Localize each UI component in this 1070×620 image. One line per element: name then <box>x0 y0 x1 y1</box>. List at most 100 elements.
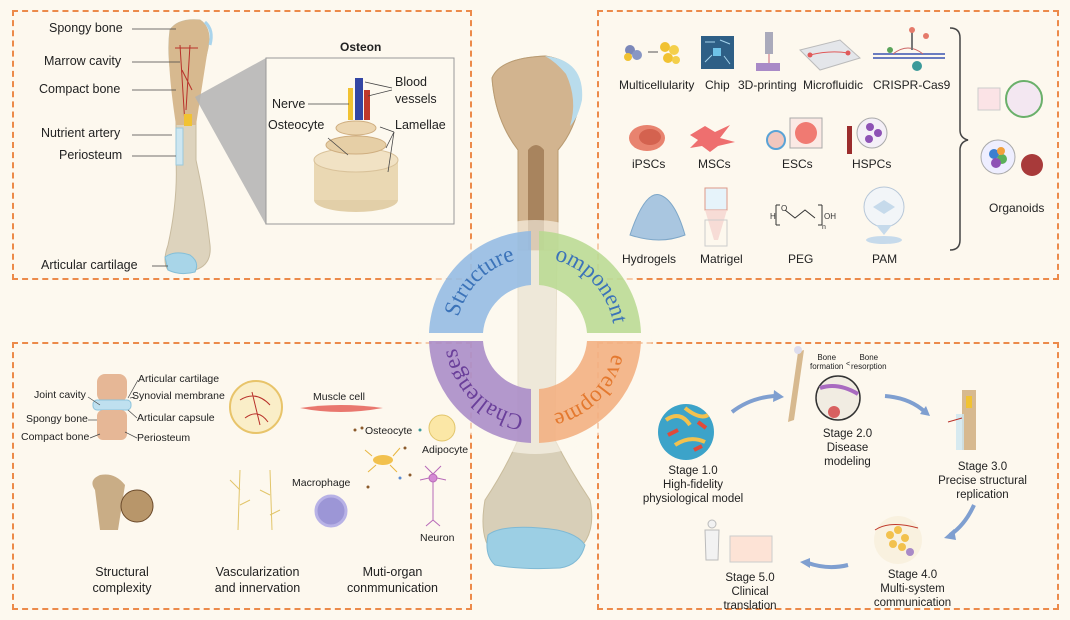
caption-line: conmmunication <box>346 580 438 595</box>
stage-desc: Precise structural <box>938 474 1027 487</box>
label-chip: Chip <box>705 78 730 92</box>
stage-title: Stage 4.0 <box>887 569 938 581</box>
label-periosteum: Periosteum <box>59 148 123 162</box>
msc-icon <box>690 125 735 152</box>
caption-multi-organ: Muti-organ conmmunication <box>335 565 450 596</box>
matrigel-icon <box>704 187 728 247</box>
joint-icon <box>87 374 139 440</box>
label-joint-cavity: Joint cavity <box>34 389 86 401</box>
central-bone-cartilage-top <box>545 56 583 126</box>
stage5-clinical-icon <box>704 519 773 563</box>
label-multicellularity: Multicellularity <box>619 78 695 92</box>
label-joint-articular-cartilage: Articular cartilage <box>138 373 220 385</box>
stage-desc: Multi-system <box>880 582 945 595</box>
stage-title: Stage 2.0 <box>822 428 873 440</box>
caption-line: complexity <box>92 580 152 595</box>
caption-line: Muti-organ <box>362 565 423 579</box>
stage-2: Stage 2.0 Disease modeling <box>790 428 905 469</box>
label-articular-capsule: Articular capsule <box>137 412 215 424</box>
stage-title: Stage 3.0 <box>957 461 1008 473</box>
ring-segment-challenges[interactable] <box>429 341 531 443</box>
stage-desc: High-fidelity <box>662 478 724 491</box>
label-mscs: MSCs <box>698 157 731 171</box>
adipocyte-icon <box>428 414 456 442</box>
label-pam: PAM <box>872 252 898 266</box>
arrow-1-2 <box>730 394 775 414</box>
label-spongy-bone: Spongy bone <box>49 21 123 35</box>
label-synovial-membrane: Synovial membrane <box>132 390 225 402</box>
label-bone-resorption: Bone resorption <box>851 353 887 372</box>
bone-formation-line2: formation <box>810 361 844 371</box>
caption-line: Vascularization <box>215 565 300 579</box>
brace-icon <box>949 27 969 251</box>
3d-printing-icon <box>756 32 780 71</box>
bone-formation-line1: Bone <box>817 353 837 362</box>
stage2-bone-icon <box>788 346 861 422</box>
central-bone-cartilage-bottom <box>486 526 586 570</box>
femur-head-icon <box>92 474 154 530</box>
label-peg: PEG <box>788 252 814 266</box>
label-articular-cartilage: Articular cartilage <box>41 258 138 272</box>
components-icons: H O OH n <box>624 27 1043 251</box>
stage-4: Stage 4.0 Multi-system communication <box>850 569 975 610</box>
stage-title: Stage 1.0 <box>668 465 718 477</box>
label-microfluidic: Microfluidic <box>803 78 864 92</box>
peg-o: O <box>781 204 787 213</box>
label-osteocyte: Osteocyte <box>268 118 325 132</box>
peg-n: n <box>822 224 826 231</box>
osteocyte-icon <box>364 447 401 473</box>
signal-dots <box>353 426 422 489</box>
label-bone-formation: Bone formation <box>810 353 844 372</box>
microfluidic-icon <box>799 39 861 71</box>
peg-h: H <box>770 212 776 221</box>
stage4-network-icon <box>874 516 922 564</box>
stage-desc: Disease <box>826 441 869 454</box>
esc-icon <box>766 130 786 150</box>
stage-desc: replication <box>956 488 1009 501</box>
label-compact-bone: Compact bone <box>39 82 121 96</box>
stage-desc: Clinical <box>731 585 769 598</box>
stage-desc: communication <box>873 596 952 609</box>
label-adipocyte: Adipocyte <box>422 444 469 456</box>
stage-3: Stage 3.0 Precise structural replication <box>920 461 1045 502</box>
label-neuron: Neuron <box>420 532 455 544</box>
stage-1: Stage 1.0 High-fidelity physiological mo… <box>628 465 758 506</box>
hydrogel-icon <box>629 194 686 241</box>
label-3d-printing: 3D-printing <box>738 78 797 92</box>
stage-5: Stage 5.0 Clinical translation <box>700 572 800 613</box>
multicellularity-icon <box>624 42 680 64</box>
hspc-icon <box>847 126 852 154</box>
label-organoids: Organoids <box>989 201 1045 215</box>
label-blood-vessels-1: Blood <box>395 75 427 89</box>
pam-icon <box>863 186 905 244</box>
ring-segment-development[interactable] <box>539 341 641 443</box>
stage-desc: modeling <box>824 455 871 468</box>
label-crispr-cas9: CRISPR-Cas9 <box>873 78 951 92</box>
label-less-than: < <box>846 361 851 368</box>
label-lamellae: Lamellae <box>395 118 446 132</box>
label-nutrient-artery: Nutrient artery <box>41 126 121 140</box>
stage-title: Stage 5.0 <box>725 572 775 584</box>
arrow-2-3 <box>884 394 927 414</box>
stage1-sphere-icon <box>658 404 714 460</box>
label-muscle-cell: Muscle cell <box>313 391 365 403</box>
ring-segment-structure[interactable] <box>429 231 531 333</box>
label-hspcs: HSPCs <box>852 157 892 171</box>
label-blood-vessels-2: vessels <box>395 92 437 106</box>
caption-vascularization: Vascularization and innervation <box>200 565 315 596</box>
ring-segment-components[interactable] <box>539 231 641 333</box>
label-matrigel: Matrigel <box>700 252 743 266</box>
macrophage-icon <box>314 494 348 528</box>
label-macrophage: Macrophage <box>292 477 351 489</box>
vascular-network-icon <box>229 380 283 434</box>
label-osteocyte-cell: Osteocyte <box>365 425 413 437</box>
stage-desc: physiological model <box>642 492 744 505</box>
challenges-icons <box>87 374 456 531</box>
crispr-cas9-icon <box>873 27 945 71</box>
stage3-bone-section-icon <box>947 390 976 450</box>
chip-icon <box>701 36 734 69</box>
bone-resorption-line2: resorption <box>851 361 887 371</box>
label-hydrogels: Hydrogels <box>622 252 677 266</box>
development-icons: Bone <box>658 346 976 570</box>
label-joint-periosteum: Periosteum <box>137 432 191 444</box>
